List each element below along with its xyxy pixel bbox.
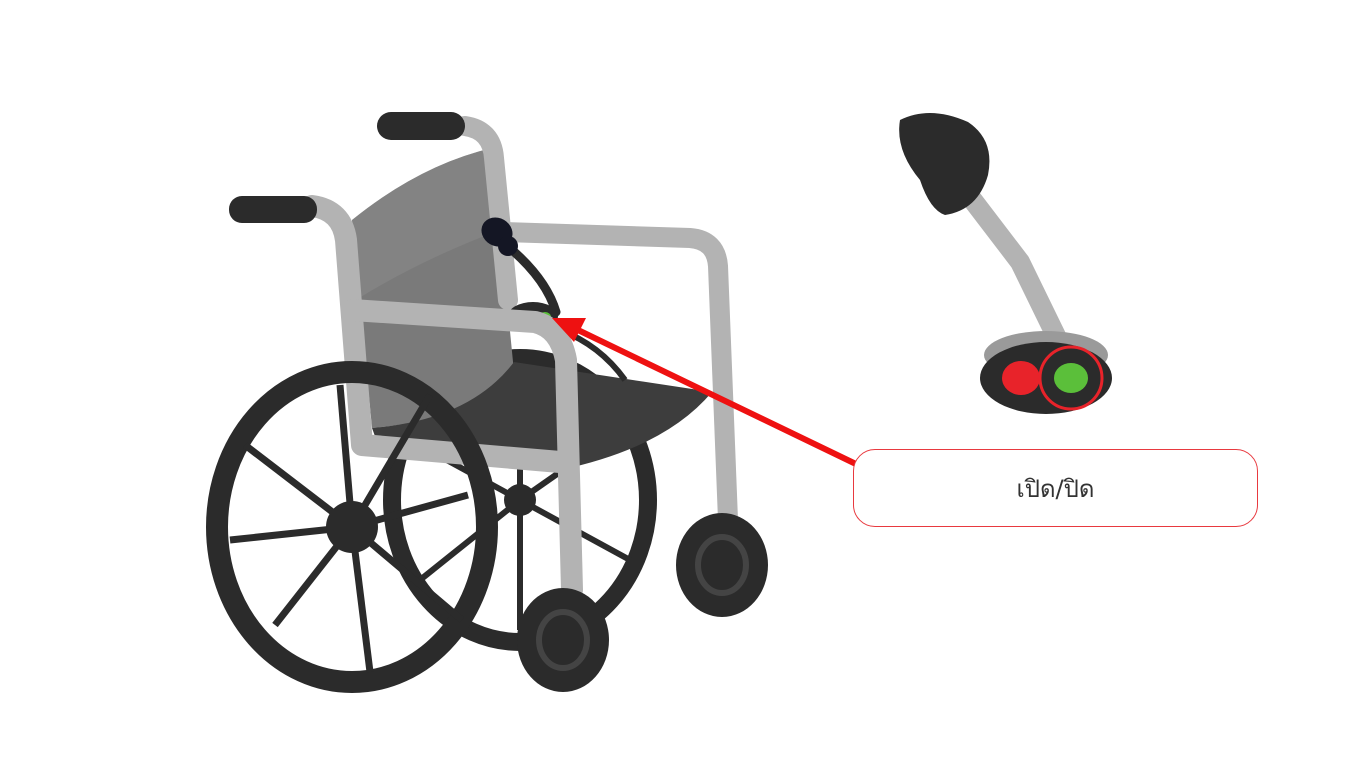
controller-green-button	[1054, 363, 1088, 393]
seat-back-shade	[352, 148, 500, 300]
back-handle-grip	[377, 112, 465, 140]
wheelchair-icon	[206, 112, 768, 693]
pointer-arrow	[552, 318, 861, 468]
near-side-frame	[301, 195, 571, 473]
rear-caster-wheel	[676, 513, 768, 617]
joystick-controller-icon	[899, 112, 1112, 414]
armrest-bar	[341, 299, 583, 601]
controller-red-button	[1002, 361, 1040, 395]
controller-base	[980, 342, 1112, 414]
near-handle-grip	[229, 196, 317, 223]
near-big-wheel	[206, 361, 498, 693]
controller-stem	[955, 180, 1068, 350]
back-post	[455, 116, 518, 310]
callout-label: เปิด/ปิด	[1016, 474, 1095, 503]
highlight-circle	[1038, 345, 1104, 411]
front-caster-wheel	[517, 588, 609, 692]
wheelchair-rear-frame	[495, 222, 738, 530]
controller-knob	[899, 112, 990, 215]
callout-box: เปิด/ปิด	[853, 449, 1258, 527]
